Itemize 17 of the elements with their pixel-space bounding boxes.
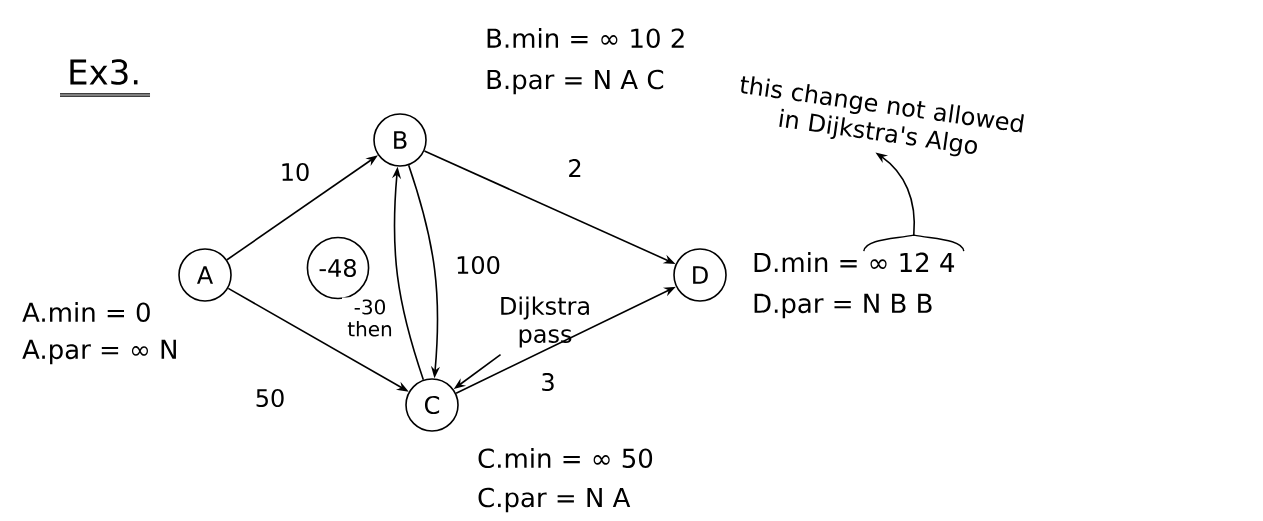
value-annotation: D.par = N B B bbox=[754, 293, 932, 319]
value-annotation: B.par = N A C bbox=[487, 69, 664, 95]
edge-label: 3 bbox=[538, 370, 558, 394]
note-text: Dijkstra pass bbox=[501, 296, 589, 348]
value-annotation: B.min = ∞ 10 2 bbox=[487, 27, 684, 49]
value-annotation: A.par = ∞ N bbox=[22, 339, 176, 365]
edge-label: 2 bbox=[565, 157, 585, 179]
note-text: this change not allowed in Dijkstra's Algo bbox=[740, 76, 1024, 157]
edge-label: 100 bbox=[453, 253, 503, 277]
edge-label: -30 then bbox=[342, 297, 398, 339]
value-annotation: C.min = ∞ 50 bbox=[478, 447, 653, 469]
edge-label: 50 bbox=[252, 386, 288, 410]
title: Ex3. bbox=[70, 59, 138, 85]
value-annotation: C.par = N A bbox=[478, 487, 631, 513]
value-annotation: A.min = 0 bbox=[22, 301, 150, 323]
edge-label: 10 bbox=[277, 160, 313, 184]
value-annotation: D.min = ∞ 12 4 bbox=[754, 252, 955, 272]
